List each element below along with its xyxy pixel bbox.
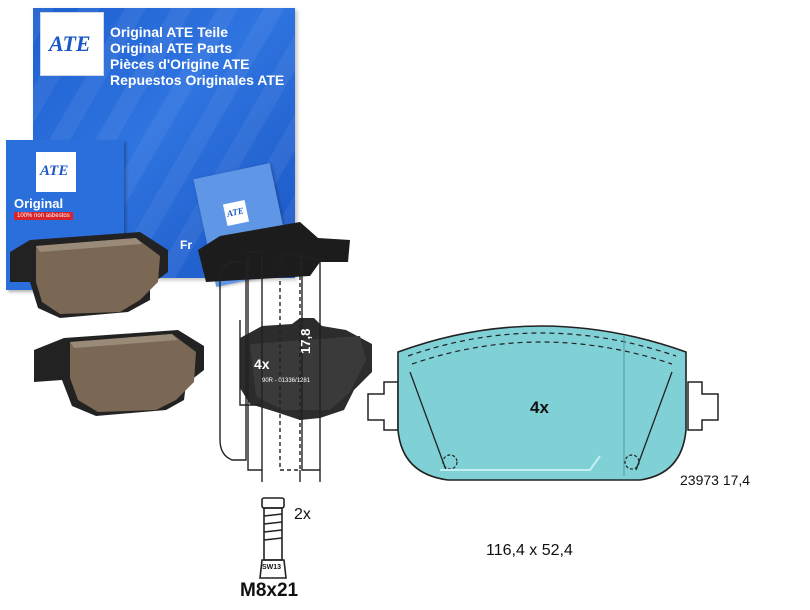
box-line-2: Original ATE Parts — [110, 40, 233, 56]
side-quantity-label: 4x — [254, 356, 270, 372]
box-line-3: Pièces d'Origine ATE — [110, 56, 250, 72]
bolt-head-label: SW13 — [262, 564, 282, 571]
brake-pad-photo-lower — [34, 330, 204, 416]
pad-thickness-label: 17,8 — [298, 328, 313, 354]
front-quantity-label: 4x — [530, 398, 549, 417]
pad-side-profile-drawing — [219, 251, 321, 482]
small-box-label: Original — [14, 196, 64, 211]
small-box-banner: 100% non asbestos — [14, 212, 73, 220]
brake-pad-photo-upper — [10, 232, 168, 318]
small-ate-logo-icon: ATE — [36, 152, 76, 192]
bolt-quantity-label: 2x — [294, 506, 311, 523]
ate-logo-icon: ATE — [40, 12, 104, 76]
bolt-drawing — [259, 497, 287, 579]
part-reference-label: 23973 17,4 — [680, 472, 751, 488]
bolt-size-label: M8x21 — [240, 580, 299, 601]
pad-dimensions-label: 116,4 x 52,4 — [486, 542, 573, 559]
brake-pad-photo-right — [198, 222, 372, 420]
pad-stamp-label: 90R - 01336/1281 — [262, 378, 311, 384]
box-line-1: Original ATE Teile — [110, 24, 228, 40]
box-side-text: Fr — [180, 238, 192, 252]
pad-front-drawing — [367, 325, 719, 481]
box-line-4: Repuestos Originales ATE — [110, 72, 285, 88]
